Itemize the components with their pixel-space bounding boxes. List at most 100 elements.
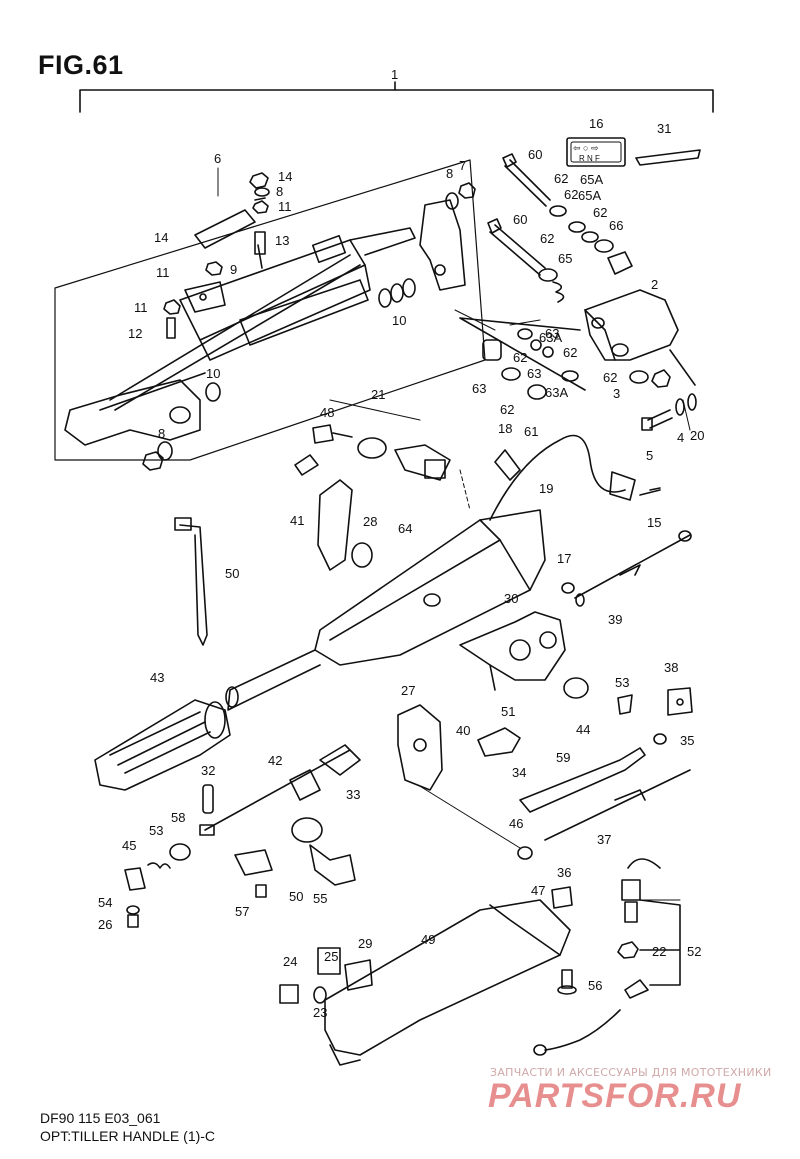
callout: 59 (556, 750, 570, 765)
callout: 50 (289, 889, 303, 904)
cable-clamp (234, 817, 356, 898)
bolts-and-washers-right (487, 153, 633, 303)
callout: 15 (647, 515, 661, 530)
bracket-plate (184, 281, 226, 313)
grommet-and-screw (551, 886, 577, 995)
tiller-housing (584, 289, 679, 361)
decal-arrows: ⇦ ○ ⇨ (573, 143, 599, 153)
figure-title: FIG.61 (38, 50, 124, 80)
stop-lever (317, 479, 373, 571)
callout: 26 (98, 917, 112, 932)
handle-bracket (64, 199, 466, 446)
callout-labels: 1 6 14 8 11 7 8 14 13 11 9 11 12 10 10 8… (98, 67, 704, 1020)
ignition-key (294, 424, 353, 476)
callout: 7 (459, 158, 466, 173)
shift-cable (517, 769, 691, 860)
callout: 51 (501, 704, 515, 719)
callout: 63A (545, 385, 568, 400)
callout: 14 (278, 169, 292, 184)
callout: 65A (580, 172, 603, 187)
callout: 17 (557, 551, 571, 566)
callout: 18 (498, 421, 512, 436)
watermark-tagline: ЗАПЧАСТИ И АКСЕССУАРЫ ДЛЯ МОТОТЕХНИКИ (490, 1066, 772, 1079)
link-arm (194, 197, 266, 269)
callout: 38 (664, 660, 678, 675)
callout: 2 (651, 277, 658, 292)
callout: 27 (401, 683, 415, 698)
stop-switch-cable (489, 434, 661, 521)
callout: 12 (128, 326, 142, 341)
diagram-code: DF90 115 E03_061 (40, 1110, 161, 1126)
knob (477, 727, 521, 757)
callout: 39 (608, 612, 622, 627)
callout: 40 (456, 723, 470, 738)
throttle-mechanism (459, 611, 566, 691)
callout: 29 (358, 936, 372, 951)
callout: 32 (201, 763, 215, 778)
callout: 14 (154, 230, 168, 245)
callout: 61 (524, 424, 538, 439)
decal-strip (635, 149, 701, 166)
callout: 63 (545, 326, 559, 341)
callout: 28 (363, 514, 377, 529)
callout: 24 (283, 954, 297, 969)
callout: 22 (652, 944, 666, 959)
callout: 52 (687, 944, 701, 959)
callout: 42 (268, 753, 282, 768)
shift-decal (566, 137, 626, 167)
callout: 54 (98, 895, 112, 910)
leader-lines (329, 309, 691, 901)
callout: 46 (509, 816, 523, 831)
pin (174, 517, 208, 646)
callout: 62 (603, 370, 617, 385)
callout: 41 (290, 513, 304, 528)
callout: 6 (214, 151, 221, 166)
throttle-grip (94, 699, 231, 791)
callout: 62 (564, 187, 578, 202)
callout: 11 (134, 300, 148, 315)
callout: 53 (149, 823, 163, 838)
assembly-bracket (79, 81, 714, 113)
callout: 43 (150, 670, 164, 685)
callout: 62 (593, 205, 607, 220)
bottom-cover (324, 899, 571, 1066)
callout: 60 (528, 147, 542, 162)
callout: 62 (554, 171, 568, 186)
throttle-link (199, 744, 361, 836)
callout: 8 (158, 426, 165, 441)
callout: 23 (313, 1005, 327, 1020)
callout: 36 (557, 865, 571, 880)
callout: 4 (677, 430, 684, 445)
decal-letters: R N F (579, 154, 600, 163)
callout: 34 (512, 765, 526, 780)
callout: 58 (171, 810, 185, 825)
callout: 53 (615, 675, 629, 690)
callout: 57 (235, 904, 249, 919)
callout: 65A (578, 188, 601, 203)
key-switch (357, 437, 451, 481)
callout: 5 (646, 448, 653, 463)
callout: 62 (500, 402, 514, 417)
fasteners-group-left (142, 172, 476, 471)
tiller-handle-body (225, 509, 546, 711)
callout: 25 (324, 949, 338, 964)
callout: 8 (446, 166, 453, 181)
callout: 49 (421, 932, 435, 947)
callout: 11 (156, 265, 170, 280)
callout: 63 (527, 366, 541, 381)
callout: 60 (513, 212, 527, 227)
callout: 47 (531, 883, 545, 898)
callout: 16 (589, 116, 603, 131)
small-parts-right (563, 677, 693, 745)
callout: 63 (472, 381, 486, 396)
callout: 63A (539, 330, 562, 345)
switch-parts-bottom (279, 947, 373, 1004)
callout: 62 (513, 350, 527, 365)
callout: 1 (391, 67, 398, 82)
callout: 50 (225, 566, 239, 581)
emergency-stop-switch (533, 858, 681, 1056)
shift-bracket (397, 704, 443, 791)
callout: 19 (539, 481, 553, 496)
callout: 55 (313, 891, 327, 906)
